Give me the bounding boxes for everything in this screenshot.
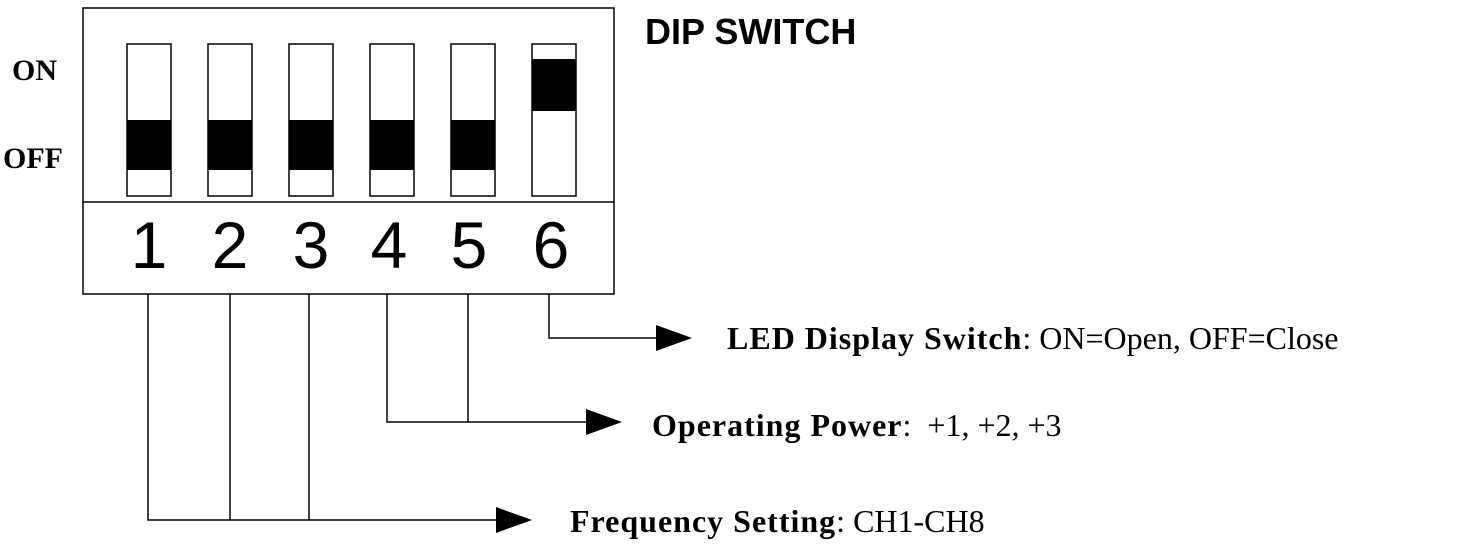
callout-power: Operating Power: +1, +2, +3 <box>652 407 1062 443</box>
callout-led-desc: : ON=Open, OFF=Close <box>1022 320 1338 356</box>
switch-5[interactable] <box>450 43 496 197</box>
switch-6[interactable] <box>531 43 577 197</box>
switch-knob <box>451 120 495 170</box>
callout-frequency-desc: : CH1-CH8 <box>836 503 984 539</box>
callout-frequency: Frequency Setting: CH1-CH8 <box>570 503 985 539</box>
callout-led: LED Display Switch: ON=Open, OFF=Close <box>727 320 1339 356</box>
switch-3[interactable] <box>288 43 334 197</box>
diagram-title: DIP SWITCH <box>645 11 856 52</box>
callout-frequency-name: Frequency Setting <box>570 503 836 539</box>
switch-knob <box>370 120 414 170</box>
off-label: OFF <box>3 142 63 175</box>
switch-housing <box>82 7 615 295</box>
switch-number-1: 1 <box>131 208 168 282</box>
switch-number-4: 4 <box>371 208 408 282</box>
switch-knob <box>532 59 576 111</box>
connector-led <box>548 294 660 339</box>
switch-knob <box>289 120 333 170</box>
switch-number-2: 2 <box>212 208 249 282</box>
switch-number-6: 6 <box>533 208 570 282</box>
switch-number-3: 3 <box>293 208 330 282</box>
callout-led-name: LED Display Switch <box>727 320 1022 356</box>
callout-power-desc: : +1, +2, +3 <box>903 407 1062 443</box>
switch-knob <box>127 120 171 170</box>
arrow-led <box>656 325 692 351</box>
callout-power-name: Operating Power <box>652 407 903 443</box>
switch-2[interactable] <box>207 43 253 197</box>
arrow-power <box>586 409 622 435</box>
on-label: ON <box>12 54 57 87</box>
switch-number-5: 5 <box>451 208 488 282</box>
arrow-frequency <box>496 507 532 533</box>
switch-4[interactable] <box>369 43 415 197</box>
switch-1[interactable] <box>126 43 172 197</box>
switch-knob <box>208 120 252 170</box>
connector-power <box>386 294 590 423</box>
connector-frequency <box>147 294 500 521</box>
